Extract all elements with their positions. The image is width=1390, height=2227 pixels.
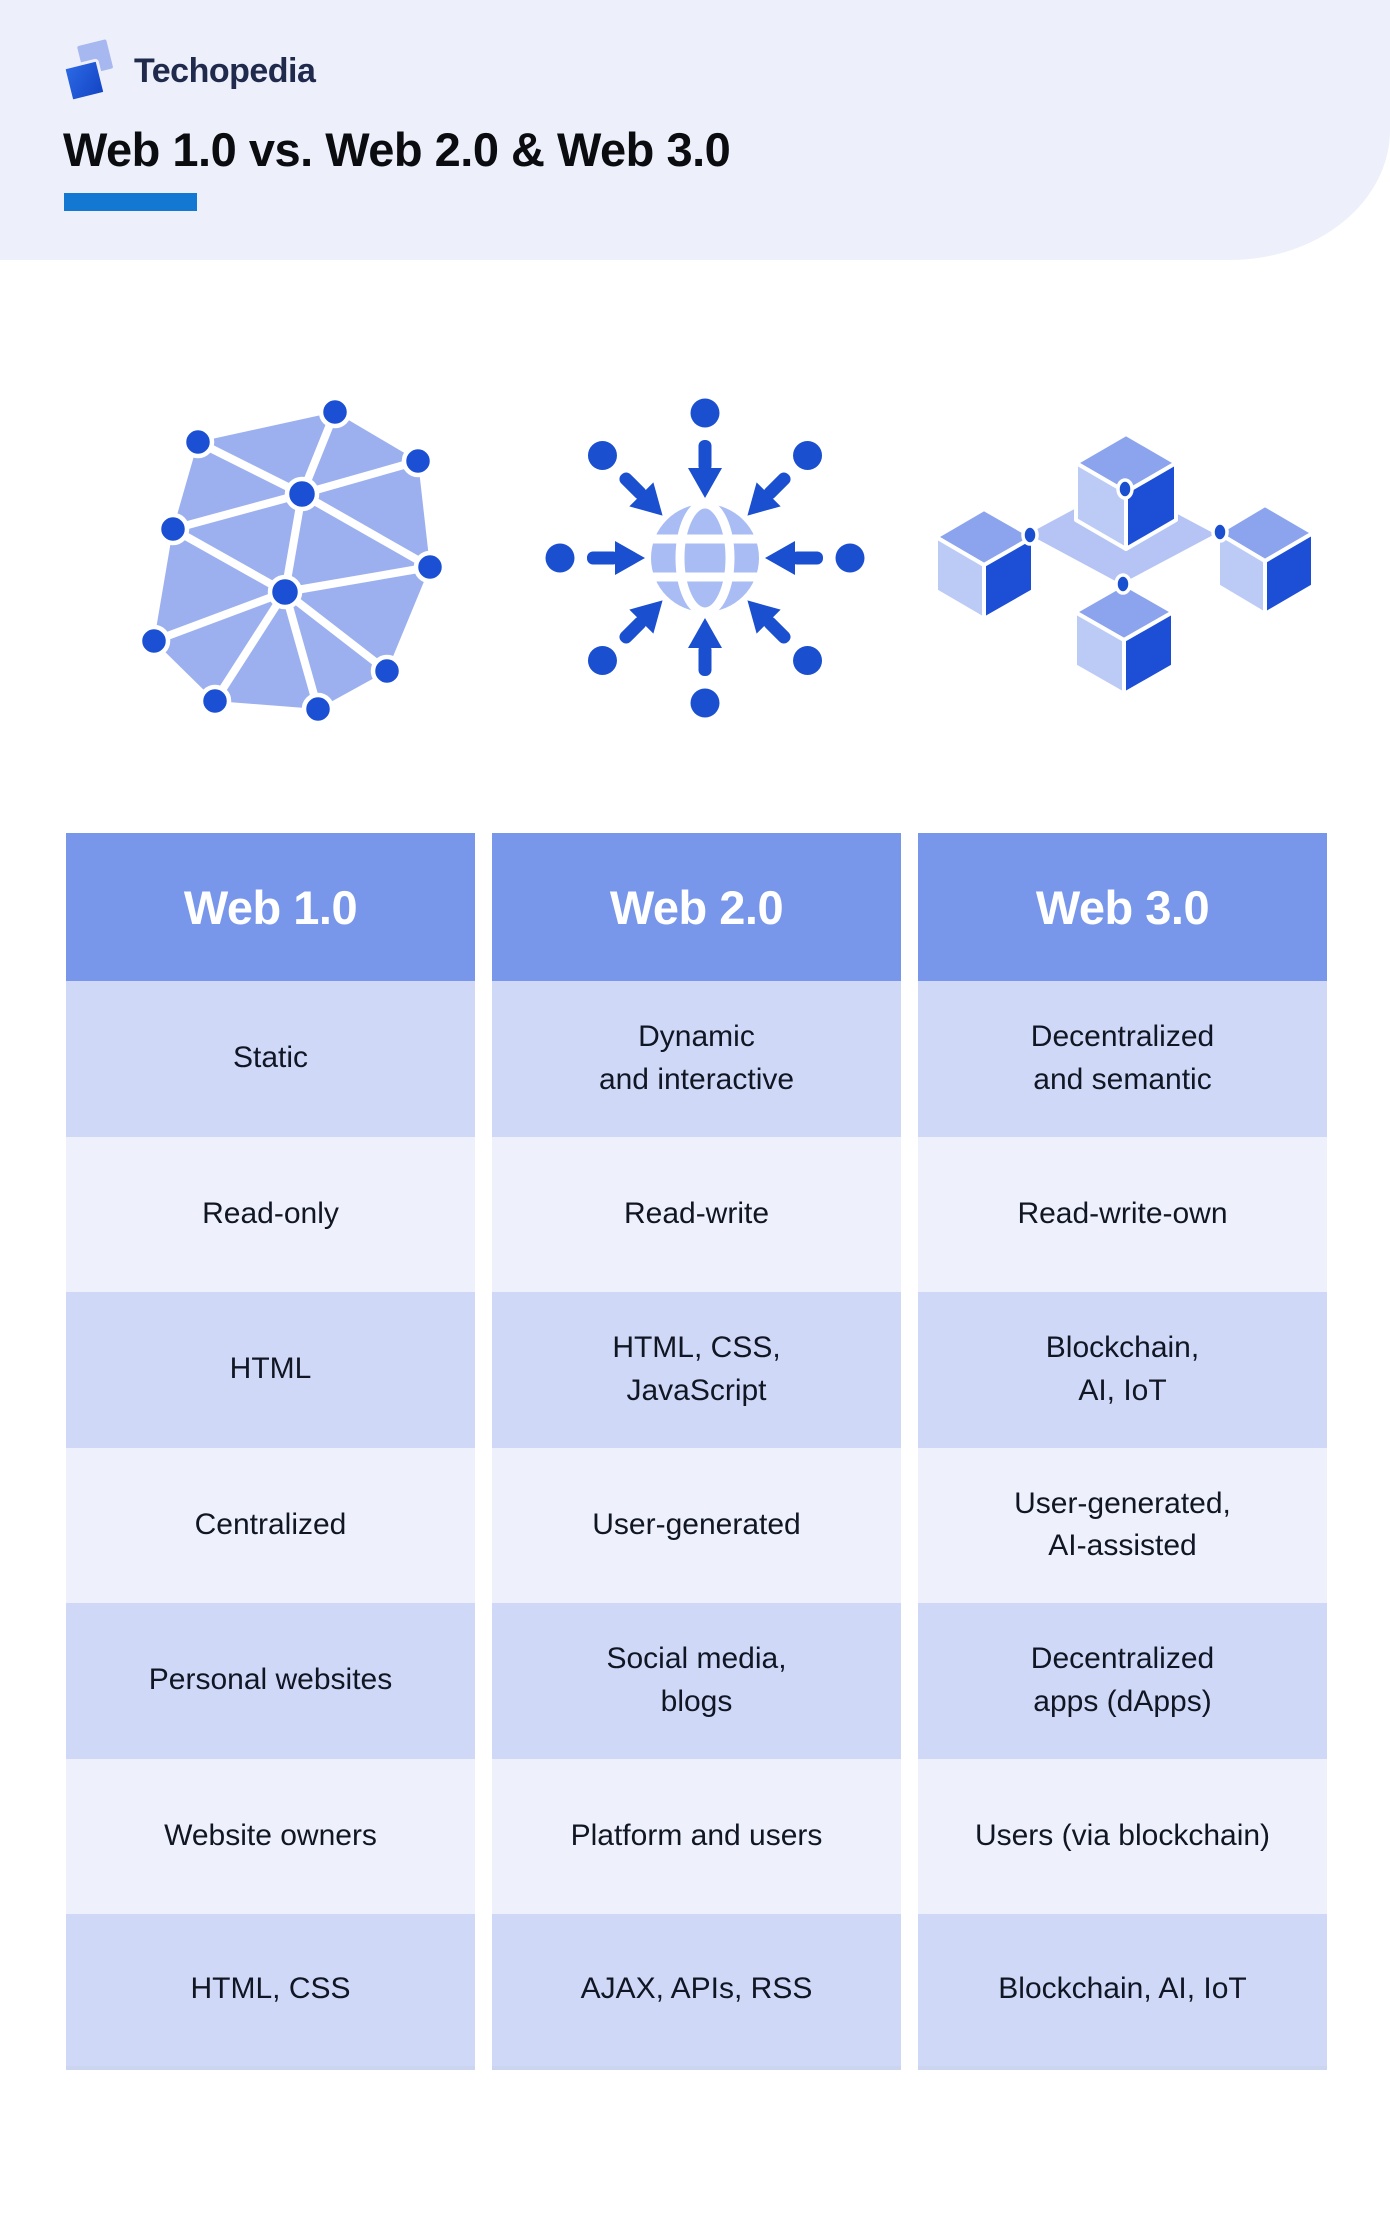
- table-cell: Personal websites: [66, 1603, 475, 1759]
- table-cell: Dynamic and interactive: [492, 981, 901, 1137]
- web2-globe-inward-arrows-icon: [545, 398, 865, 718]
- techopedia-logo-icon: [62, 39, 113, 103]
- column-header-web2: Web 2.0: [492, 833, 901, 981]
- table-cell: Decentralized and semantic: [918, 981, 1327, 1137]
- globe-icon: [645, 499, 765, 617]
- table-cell: Platform and users: [492, 1758, 901, 1914]
- table-cell: Users (via blockchain): [918, 1758, 1327, 1914]
- header-band: Techopedia Web 1.0 vs. Web 2.0 & Web 3.0: [0, 0, 1390, 260]
- table-cell: Decentralized apps (dApps): [918, 1603, 1327, 1759]
- table-cell: Read-only: [66, 1136, 475, 1292]
- table-cell: User-generated, AI-assisted: [918, 1447, 1327, 1603]
- table-cell: HTML, CSS: [66, 1914, 475, 2070]
- cube-right: [1216, 503, 1315, 616]
- table-cell: Blockchain, AI, IoT: [918, 1914, 1327, 2070]
- page-title: Web 1.0 vs. Web 2.0 & Web 3.0: [63, 123, 731, 176]
- title-underline: [64, 193, 197, 211]
- web1-network-mesh-icon: [137, 395, 447, 726]
- table-cell: HTML, CSS, JavaScript: [492, 1292, 901, 1448]
- table-cell: Social media, blogs: [492, 1603, 901, 1759]
- cube-bottom: [1073, 582, 1175, 696]
- table-cell: AJAX, APIs, RSS: [492, 1914, 901, 2070]
- table-cell: HTML: [66, 1292, 475, 1448]
- column-header-web1: Web 1.0: [66, 833, 475, 981]
- brand-name: Techopedia: [134, 51, 316, 90]
- cube-left: [934, 507, 1035, 621]
- table-cell: Centralized: [66, 1447, 475, 1603]
- table-cell: Read-write-own: [918, 1136, 1327, 1292]
- cube-top: [1074, 432, 1178, 551]
- table-cell: Blockchain, AI, IoT: [918, 1292, 1327, 1448]
- table-cell: Static: [66, 981, 475, 1137]
- table-cell: User-generated: [492, 1447, 901, 1603]
- table-cell: Website owners: [66, 1758, 475, 1914]
- comparison-table: Web 1.0 Web 2.0 Web 3.0 Static Dynamic a…: [66, 833, 1327, 2070]
- web3-blockchain-cubes-icon: [934, 432, 1315, 696]
- brand-logo: Techopedia: [60, 36, 316, 106]
- table-cell: Read-write: [492, 1136, 901, 1292]
- column-header-web3: Web 3.0: [918, 833, 1327, 981]
